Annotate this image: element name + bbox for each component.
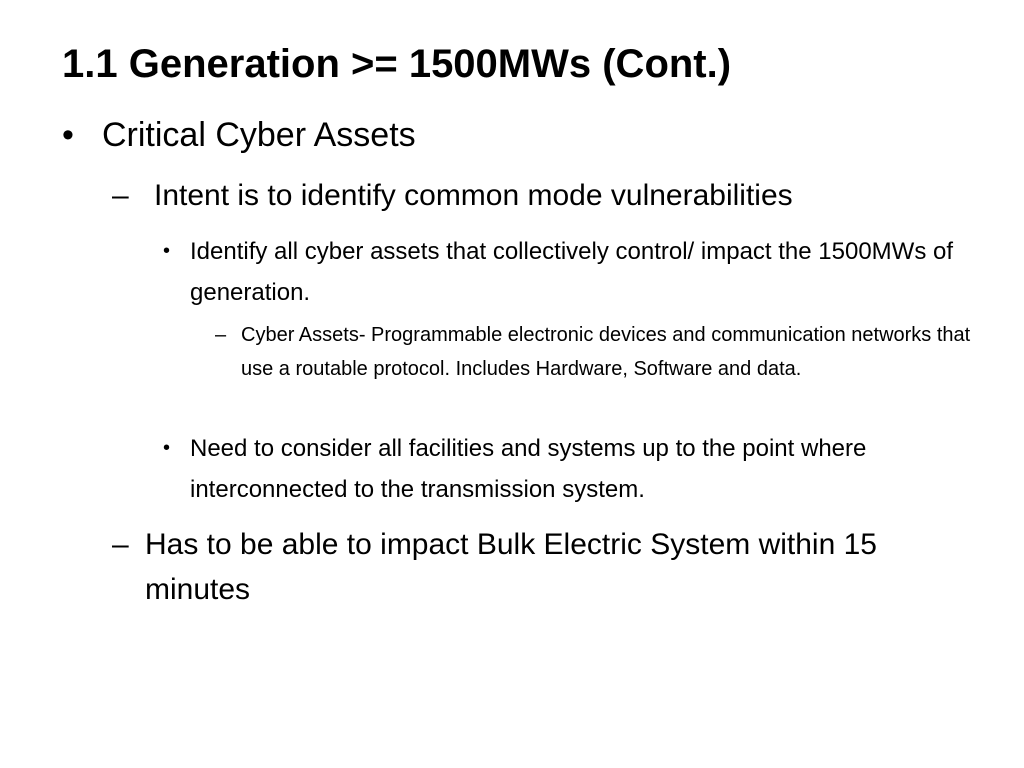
- bullet-text: Need to consider all facilities and syst…: [190, 435, 867, 503]
- dash-marker: –: [112, 179, 129, 212]
- bullet-text: Intent is to identify common mode vulner…: [154, 179, 793, 212]
- bullet-text: Identify all cyber assets that collectiv…: [190, 238, 953, 306]
- bullet-marker: •: [163, 437, 171, 459]
- dash-marker: –: [112, 528, 129, 561]
- bullet-intent: – Intent is to identify common mode vuln…: [112, 175, 992, 217]
- bullet-cyber-assets-definition: – Cyber Assets- Programmable electronic …: [215, 318, 975, 386]
- bullet-critical-cyber-assets: • Critical Cyber Assets: [62, 112, 982, 158]
- bullet-impact-bes: – Has to be able to impact Bulk Electric…: [112, 522, 952, 612]
- bullet-consider-facilities: • Need to consider all facilities and sy…: [163, 428, 983, 510]
- bullet-text: Critical Cyber Assets: [102, 116, 416, 154]
- bullet-marker: •: [163, 240, 171, 262]
- bullet-text: Cyber Assets- Programmable electronic de…: [241, 324, 971, 380]
- slide-title: 1.1 Generation >= 1500MWs (Cont.): [62, 42, 732, 86]
- bullet-identify-cyber-assets: • Identify all cyber assets that collect…: [163, 231, 983, 313]
- bullet-text: Has to be able to impact Bulk Electric S…: [145, 528, 877, 606]
- dash-marker: –: [215, 324, 227, 346]
- bullet-marker: •: [62, 116, 74, 154]
